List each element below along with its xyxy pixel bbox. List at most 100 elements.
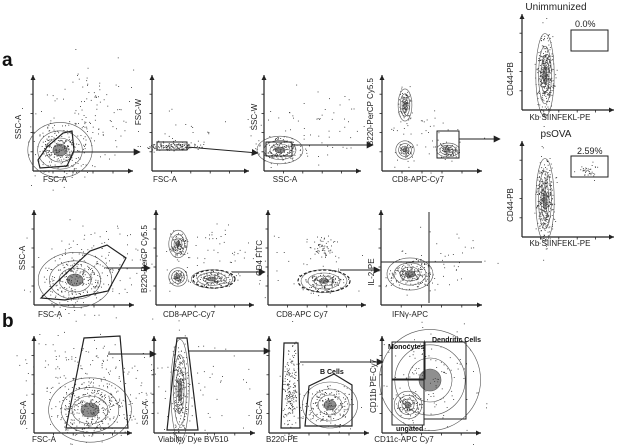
event-dot bbox=[184, 378, 186, 380]
event-dot bbox=[177, 270, 179, 272]
event-dot bbox=[78, 123, 79, 124]
event-dot bbox=[537, 104, 539, 105]
density-contour bbox=[307, 272, 341, 290]
event-dot bbox=[299, 154, 301, 156]
axes-r3-1-yarrow bbox=[31, 336, 37, 341]
event-dot bbox=[408, 108, 410, 110]
event-dot bbox=[545, 220, 547, 222]
event-dot bbox=[305, 403, 307, 404]
density-contour bbox=[37, 252, 113, 308]
event-dot bbox=[318, 135, 320, 137]
event-dot bbox=[177, 374, 179, 376]
density-contour bbox=[538, 45, 552, 105]
event-dot bbox=[415, 275, 417, 277]
event-dot bbox=[548, 35, 549, 36]
event-dot bbox=[88, 377, 90, 379]
event-dot bbox=[321, 286, 323, 288]
event-dot bbox=[109, 398, 111, 400]
event-dot bbox=[543, 225, 545, 227]
event-dot bbox=[308, 414, 310, 416]
event-dot bbox=[208, 283, 210, 285]
event-dot bbox=[401, 267, 403, 269]
event-dot bbox=[445, 373, 447, 374]
event-dot bbox=[546, 92, 548, 93]
event-dot bbox=[449, 284, 450, 286]
event-dot bbox=[85, 394, 87, 395]
event-dot bbox=[444, 372, 446, 374]
event-dot bbox=[543, 91, 545, 93]
event-dot bbox=[115, 400, 116, 401]
event-dot bbox=[536, 93, 538, 95]
event-dot bbox=[218, 278, 220, 279]
event-dot bbox=[154, 148, 156, 150]
event-dot bbox=[329, 275, 331, 277]
event-dot bbox=[287, 424, 289, 426]
event-dot bbox=[160, 145, 162, 146]
event-dot bbox=[185, 245, 187, 247]
event-dot bbox=[173, 248, 175, 250]
event-dot bbox=[196, 277, 198, 279]
event-dot bbox=[155, 146, 157, 148]
event-dot bbox=[28, 141, 30, 143]
event-dot bbox=[543, 126, 545, 127]
event-dot bbox=[250, 135, 252, 137]
event-dot bbox=[539, 176, 540, 178]
event-dot bbox=[541, 171, 542, 173]
event-dot bbox=[292, 392, 294, 394]
event-dot bbox=[545, 186, 546, 188]
event-dot bbox=[290, 401, 291, 402]
density-contour bbox=[386, 257, 434, 291]
event-dot bbox=[180, 370, 182, 372]
event-dot bbox=[293, 151, 295, 153]
event-dot bbox=[401, 149, 403, 151]
event-dot bbox=[107, 275, 108, 277]
event-dot bbox=[181, 145, 183, 147]
event-dot bbox=[405, 100, 407, 102]
event-dot bbox=[316, 251, 318, 253]
event-dot bbox=[165, 147, 167, 149]
event-dot bbox=[65, 405, 66, 406]
event-dot bbox=[302, 416, 304, 418]
event-dot bbox=[89, 279, 91, 280]
event-dot bbox=[407, 277, 408, 279]
event-dot bbox=[48, 125, 50, 127]
event-dot bbox=[310, 418, 312, 420]
event-dot bbox=[182, 367, 184, 369]
event-dot bbox=[405, 113, 406, 115]
event-dot bbox=[543, 111, 545, 113]
event-dot bbox=[542, 170, 544, 171]
event-dot bbox=[206, 273, 207, 275]
event-dot bbox=[96, 297, 97, 299]
event-dot bbox=[454, 150, 456, 152]
event-dot bbox=[430, 267, 432, 269]
event-dot bbox=[290, 434, 292, 436]
event-dot bbox=[68, 261, 69, 263]
event-dot bbox=[453, 265, 455, 267]
event-dot bbox=[222, 376, 223, 377]
event-dot bbox=[39, 151, 41, 153]
event-dot bbox=[86, 402, 88, 403]
event-dot bbox=[190, 125, 192, 127]
event-dot bbox=[453, 377, 455, 378]
event-dot bbox=[70, 271, 72, 272]
event-dot bbox=[393, 275, 395, 277]
event-dot bbox=[74, 409, 76, 411]
event-dot bbox=[450, 149, 452, 150]
event-dot bbox=[180, 279, 181, 280]
event-dot bbox=[392, 274, 394, 276]
axes-r2-4 bbox=[378, 210, 482, 308]
event-dot bbox=[546, 104, 548, 106]
event-dot bbox=[451, 151, 453, 153]
event-dot bbox=[415, 270, 417, 272]
event-dot bbox=[74, 123, 76, 125]
event-dot bbox=[312, 284, 314, 286]
event-dot bbox=[291, 405, 292, 406]
event-dot bbox=[405, 270, 406, 272]
event-dot bbox=[80, 294, 81, 295]
event-dot bbox=[550, 92, 552, 93]
event-dot bbox=[444, 159, 446, 160]
event-dot bbox=[182, 275, 184, 277]
event-dot bbox=[153, 146, 154, 148]
event-dot bbox=[177, 367, 178, 368]
event-dot bbox=[544, 87, 545, 89]
